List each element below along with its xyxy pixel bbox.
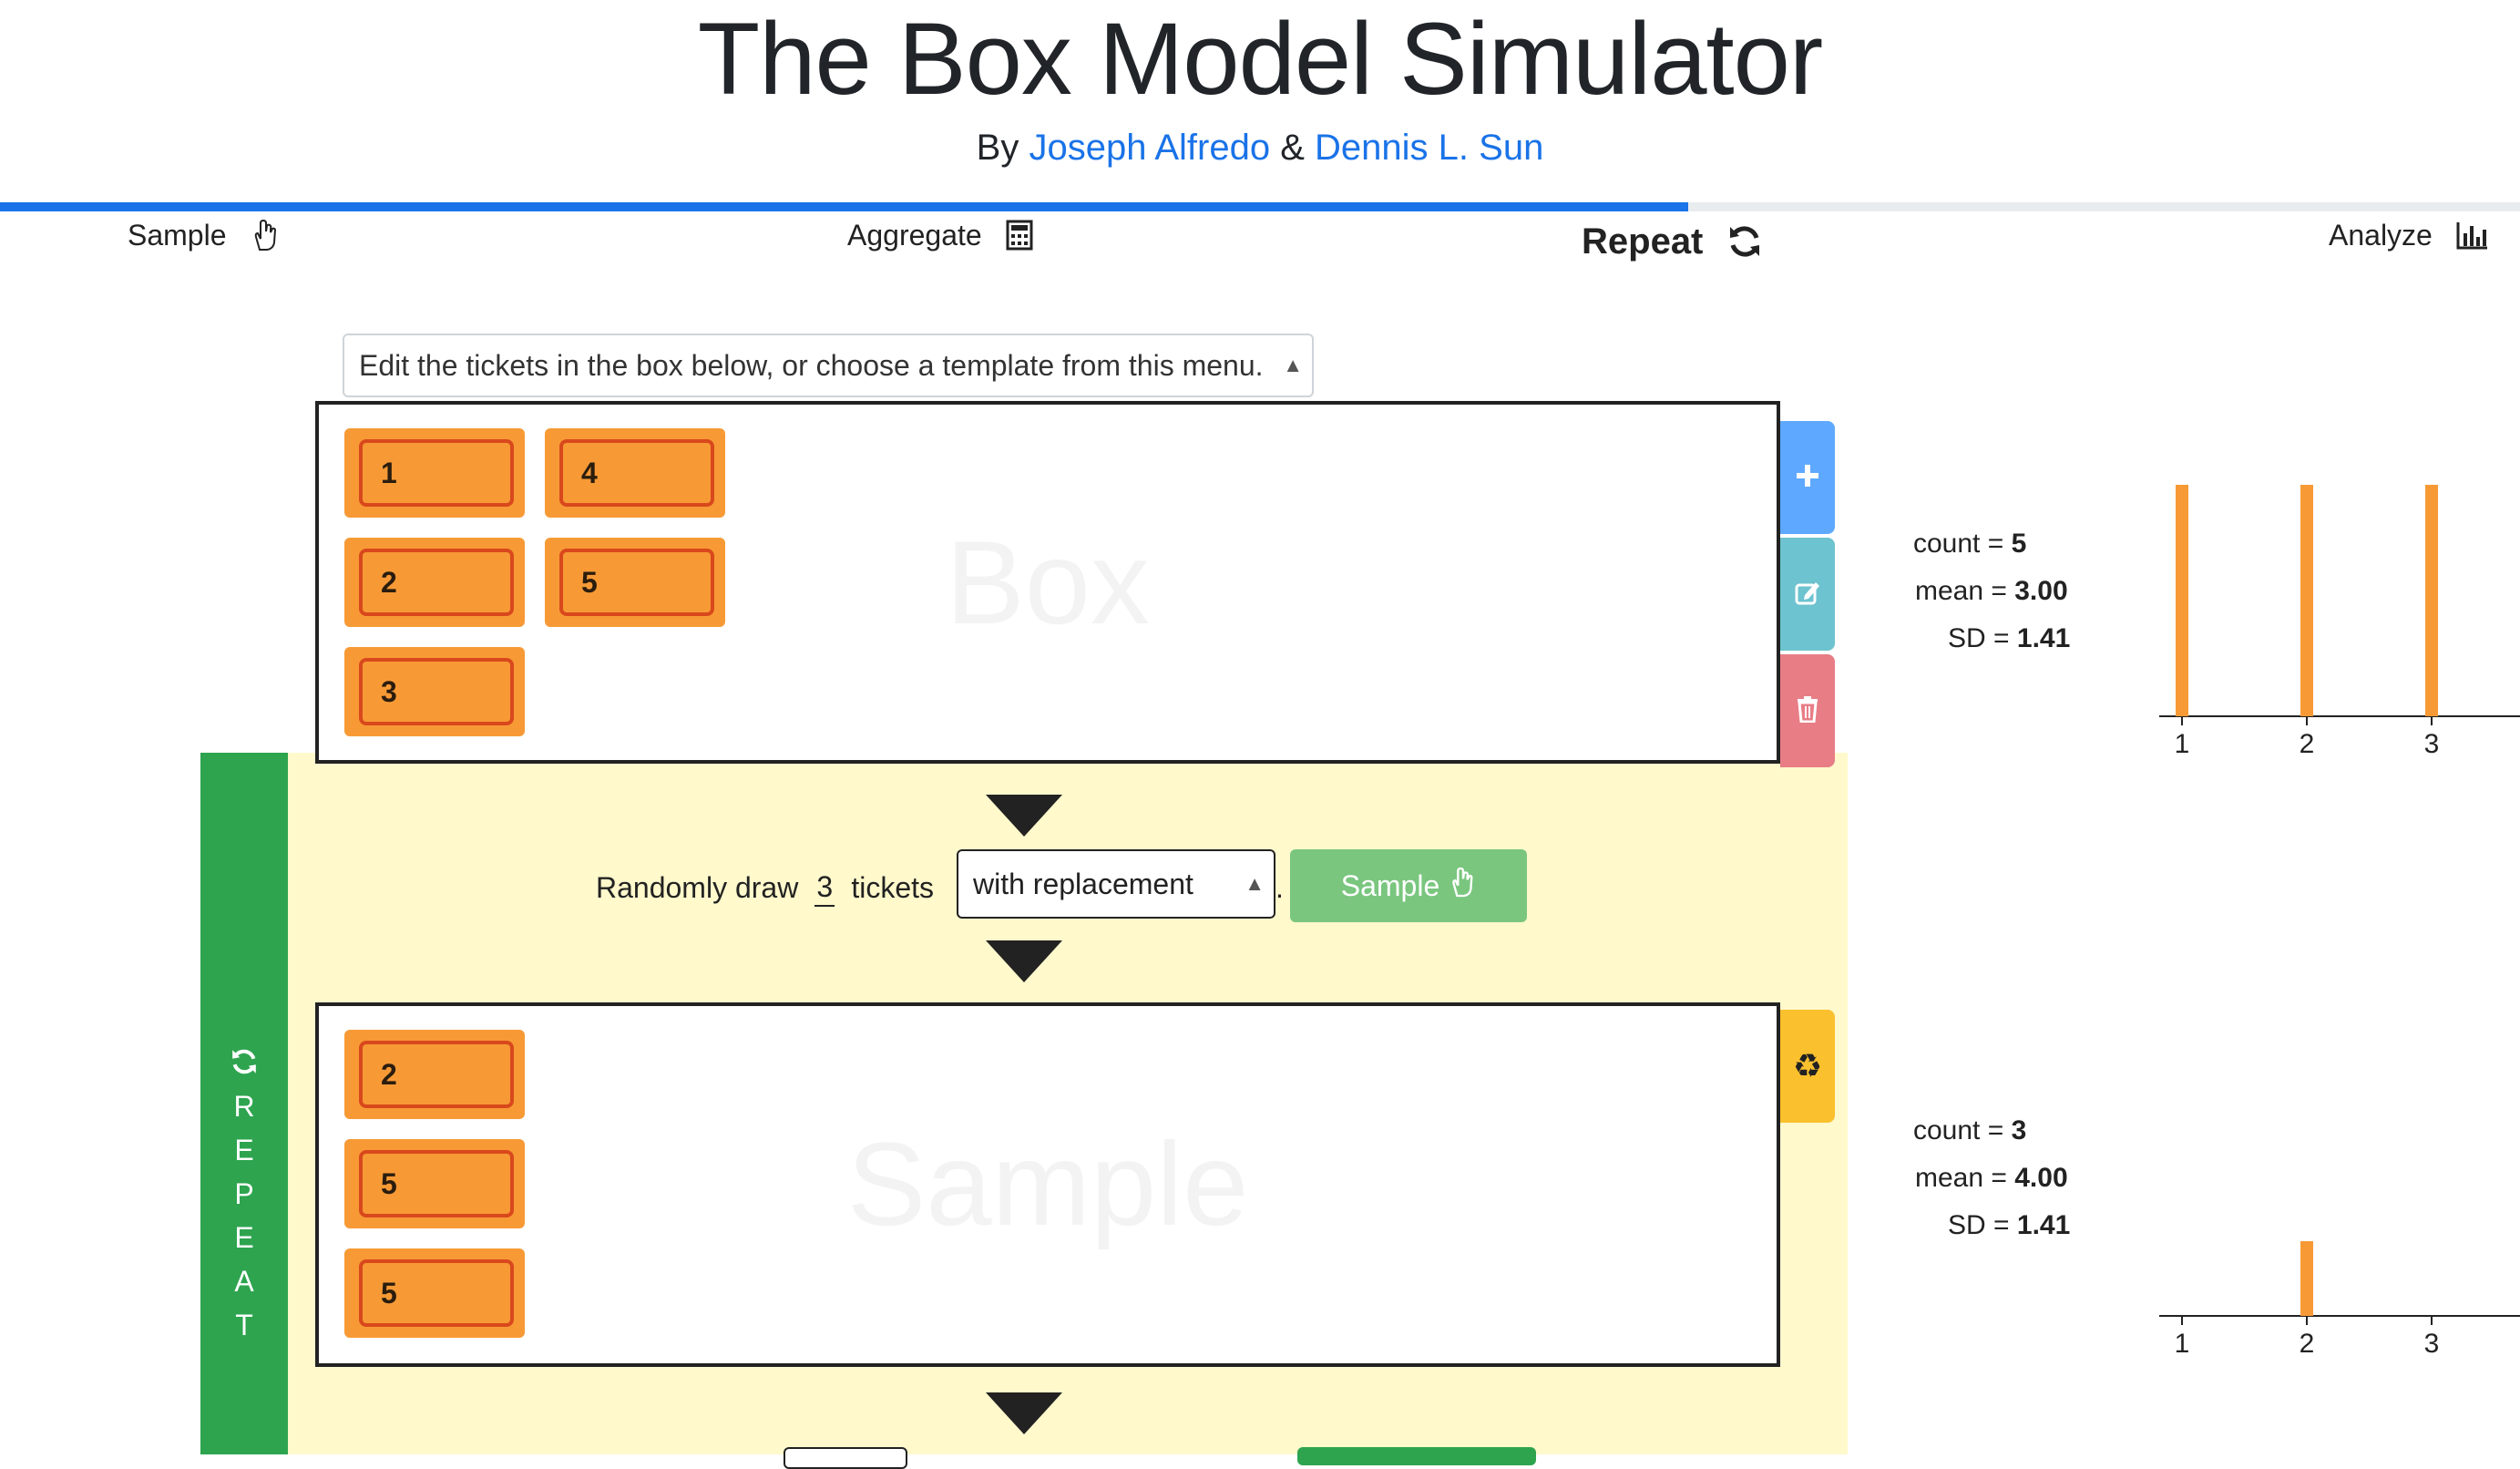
repeat-letter: E [234,1134,254,1166]
step-aggregate[interactable]: Aggregate [847,215,1033,255]
delete-tickets-button[interactable] [1780,654,1835,767]
draw-prefix: Randomly draw [596,870,799,904]
draw-middle: tickets [851,870,934,904]
sample-sd-stat: SD = 1.41 [1948,1210,2071,1240]
box-ticket[interactable]: 3 [344,647,525,736]
byline-amp: & [1280,128,1305,168]
box-count-stat: count = 5 [1913,529,2027,559]
edit-icon [1794,579,1821,611]
repeat-letter: A [234,1265,254,1298]
repeat-letter: T [235,1309,253,1341]
box-ticket[interactable]: 2 [344,538,525,627]
progress-fill [0,202,1689,211]
select-arrows-icon: ▲ [1245,872,1265,895]
calculator-icon [1006,220,1033,251]
add-ticket-button[interactable] [1780,421,1835,534]
box-watermark: Box [945,516,1150,649]
ticket-value: 5 [359,1259,514,1327]
sample-histogram: 1 2 3 [2159,1241,2520,1359]
box-stats: count = 5 mean = 3.00 SD = 1.41 [1904,529,2123,674]
step-repeat-label: Repeat [1582,221,1704,262]
byline-prefix: By [976,128,1019,168]
draw-count-input[interactable]: 3 [814,868,835,907]
next-step-button[interactable] [1297,1447,1536,1465]
box-sd-stat: SD = 1.41 [1948,623,2071,653]
sample-count-stat: count = 3 [1913,1115,2027,1145]
ticket-value: 1 [359,439,514,507]
hand-icon [1449,867,1476,905]
x-tick-label: 1 [2175,1329,2190,1359]
draw-period: . [1275,871,1284,904]
x-tick-label: 1 [2175,729,2190,759]
sample-button[interactable]: Sample [1290,849,1527,922]
step-sample-label: Sample [128,219,227,252]
sample-ticket: 5 [344,1248,525,1338]
recycle-icon: ♻ [1792,1047,1823,1084]
histogram-bar [2300,1241,2313,1316]
sample-ticket: 2 [344,1030,525,1119]
repeat-letter: E [234,1221,254,1254]
draw-controls: Randomly draw 3 tickets [596,851,934,924]
repeat-letter: R [233,1090,255,1123]
x-tick-label: 3 [2424,729,2440,759]
ticket-value: 3 [359,658,514,725]
box-ticket[interactable]: 5 [545,538,725,627]
ticket-value: 2 [359,1041,514,1108]
recycle-sample-button[interactable]: ♻ [1780,1010,1835,1123]
bar-chart-icon [2456,221,2489,250]
sample-watermark: Sample [846,1117,1249,1250]
byline: By Joseph Alfredo & Dennis L. Sun [0,120,2520,175]
progress-bar [0,202,2520,211]
box-ticket[interactable]: 4 [545,428,725,518]
replacement-select[interactable]: with replacement ▲ [957,849,1275,919]
replacement-select-value: with replacement [973,868,1193,900]
step-analyze[interactable]: Analyze [2329,215,2489,255]
ticket-value: 5 [359,1150,514,1217]
histogram-bar [2300,485,2313,716]
step-sample[interactable]: Sample [128,215,280,255]
next-step-select[interactable] [784,1447,907,1469]
template-select[interactable]: Edit the tickets in the box below, or ch… [343,334,1314,397]
sample-ticket: 5 [344,1139,525,1228]
refresh-icon [1726,223,1763,260]
histogram-bar [2425,485,2438,716]
trash-icon [1796,695,1819,727]
ticket-value: 2 [359,549,514,616]
x-tick-label: 2 [2300,729,2315,759]
hand-icon [251,219,280,252]
x-tick-label: 2 [2300,1329,2315,1359]
sample-panel: Sample 2 5 5 [315,1002,1780,1367]
arrow-down-icon [986,1392,1062,1434]
x-tick-label: 3 [2424,1329,2440,1359]
repeat-letter: P [234,1177,254,1210]
arrow-down-icon [986,940,1062,982]
ticket-value: 4 [559,439,714,507]
arrow-down-icon [986,795,1062,837]
box-mean-stat: mean = 3.00 [1915,576,2068,606]
sample-mean-stat: mean = 4.00 [1915,1163,2068,1193]
page-title: The Box Model Simulator [697,2,1823,116]
repeat-icon [200,1044,288,1088]
step-analyze-label: Analyze [2329,219,2433,252]
author-link-1[interactable]: Joseph Alfredo [1029,128,1271,168]
sample-stats: count = 3 mean = 4.00 SD = 1.41 [1904,1115,2123,1261]
step-aggregate-label: Aggregate [847,219,982,252]
author-link-2[interactable]: Dennis L. Sun [1315,128,1544,168]
select-arrows-icon: ▲ [1283,354,1303,376]
plus-icon [1795,463,1820,493]
box-panel: Box 1 4 2 5 3 [315,401,1780,764]
repeat-sidebar[interactable]: R E P E A T [200,753,288,1454]
box-ticket[interactable]: 1 [344,428,525,518]
template-select-value: Edit the tickets in the box below, or ch… [359,349,1264,382]
box-histogram: 1 2 3 [2159,485,2520,759]
edit-tickets-button[interactable] [1780,538,1835,651]
histogram-bar [2176,485,2188,716]
ticket-value: 5 [559,549,714,616]
sample-button-label: Sample [1340,868,1440,902]
step-repeat[interactable]: Repeat [1582,219,1763,264]
